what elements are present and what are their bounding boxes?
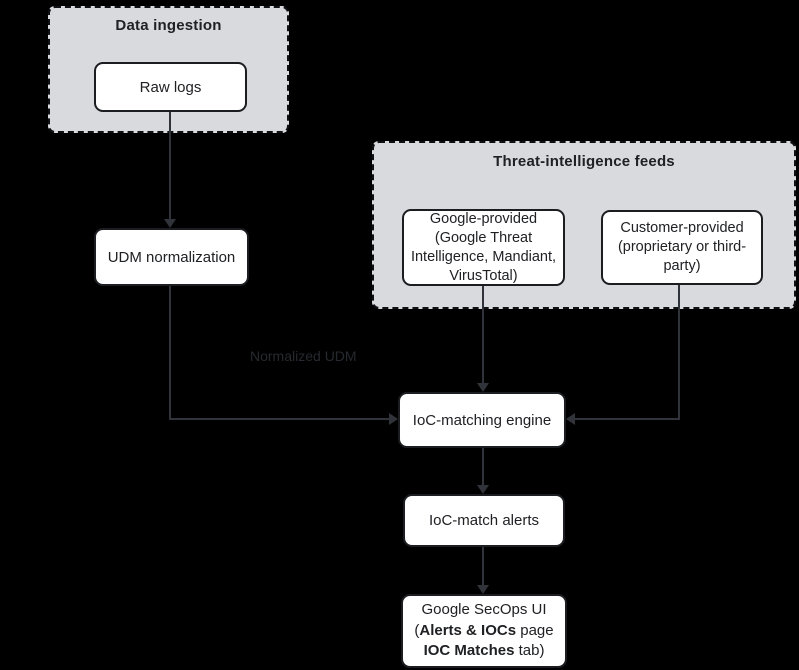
node-google-provided-line: Intelligence, Mandiant, [410, 248, 557, 265]
node-udm-normalization: UDM normalization [94, 228, 249, 286]
arrowhead-down-icon [477, 485, 489, 494]
edge-rawlogs-to-udm [169, 112, 171, 220]
container-data-ingestion-title: Data ingestion [115, 17, 222, 34]
node-ioc-matching-engine-label: IoC-matching engine [412, 411, 552, 429]
node-ioc-match-alerts: IoC-match alerts [403, 494, 565, 547]
node-customer-provided-feed: Customer-provided (proprietary or third-… [601, 210, 763, 285]
node-google-secops-ui-line2: (Alerts & IOCs page [414, 621, 553, 642]
arrowhead-left-icon [566, 413, 575, 425]
node-raw-logs-label: Raw logs [139, 78, 202, 96]
edge-label-normalized-udm: Normalized UDM [250, 348, 357, 364]
edge-customer-feed-to-engine-horizontal [575, 418, 680, 420]
edge-customer-feed-to-engine-vertical [678, 285, 680, 420]
edge-engine-to-alerts [482, 448, 484, 486]
container-threat-intelligence-feeds-title: Threat-intelligence feeds [493, 153, 675, 170]
arrowhead-down-icon [477, 383, 489, 392]
node-ioc-match-alerts-label: IoC-match alerts [428, 512, 540, 529]
node-google-provided-feed: Google-provided (Google Threat Intellige… [402, 209, 565, 286]
secops-line2-seg: page [516, 621, 554, 639]
node-google-secops-ui-line3: IOC Matches tab) [424, 641, 545, 662]
arrowhead-down-icon [477, 585, 489, 594]
secops-line2-seg: ( [414, 621, 420, 639]
node-google-provided-line: (Google Threat [434, 229, 533, 246]
secops-line2-seg-bold: Alerts & IOCs [419, 621, 517, 639]
secops-line3-seg-bold: IOC Matches [423, 642, 515, 660]
node-google-provided-line: Google-provided [429, 210, 538, 227]
node-raw-logs: Raw logs [94, 62, 247, 112]
node-udm-normalization-label: UDM normalization [107, 248, 236, 266]
secops-line3-seg: tab) [514, 642, 545, 660]
node-customer-provided-line: party) [663, 258, 701, 274]
edge-udm-to-engine-vertical [169, 286, 171, 420]
arrowhead-down-icon [164, 219, 176, 228]
arrowhead-right-icon [389, 413, 398, 425]
edge-google-feed-to-engine [482, 286, 484, 384]
node-google-provided-line: VirusTotal) [449, 267, 518, 284]
node-customer-provided-line: (proprietary or third- [617, 239, 747, 255]
node-google-secops-ui-line1: Google SecOps UI [421, 601, 547, 619]
node-customer-provided-line: Customer-provided [620, 220, 744, 236]
node-ioc-matching-engine: IoC-matching engine [398, 392, 566, 448]
node-google-secops-ui: Google SecOps UI (Alerts & IOCs page IOC… [401, 594, 567, 668]
edge-alerts-to-secops [482, 547, 484, 586]
edge-udm-to-engine-horizontal [169, 418, 390, 420]
